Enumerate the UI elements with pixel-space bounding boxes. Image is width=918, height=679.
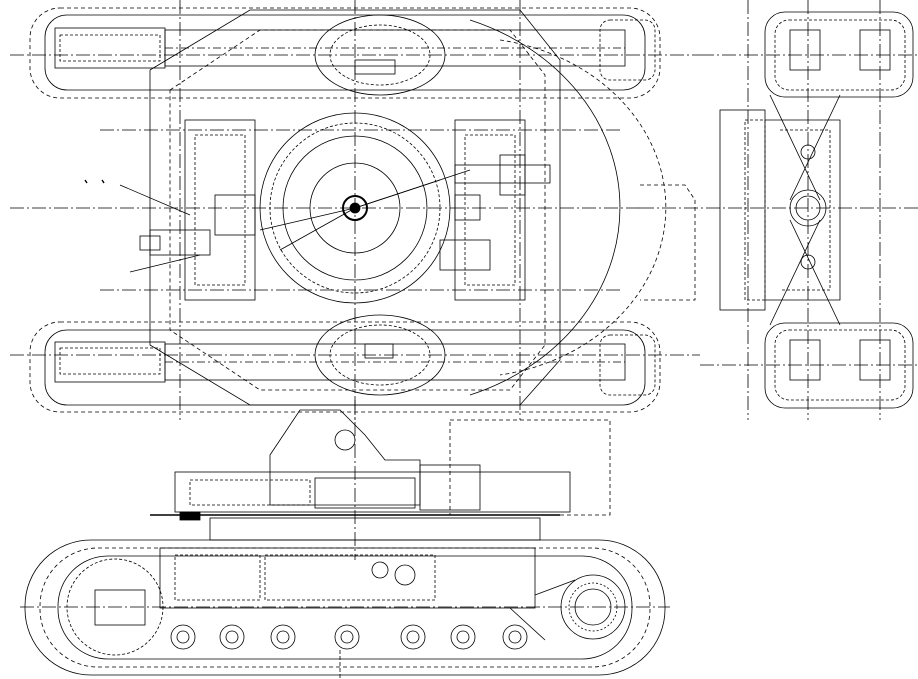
side-view bbox=[640, 0, 918, 420]
plan-upper-frame bbox=[139, 9, 667, 406]
side-top-track bbox=[764, 11, 914, 98]
side-bottom-track bbox=[764, 322, 914, 409]
plan-centerlines bbox=[10, 0, 700, 420]
elevation-view bbox=[150, 400, 611, 560]
plan-top-track bbox=[29, 7, 661, 99]
plan-view bbox=[10, 0, 700, 420]
side-frame bbox=[640, 94, 841, 326]
plan-bottom-track bbox=[29, 314, 661, 413]
track-rollers bbox=[170, 624, 528, 650]
track-frame-view bbox=[20, 539, 670, 679]
side-centerlines bbox=[640, 0, 918, 420]
